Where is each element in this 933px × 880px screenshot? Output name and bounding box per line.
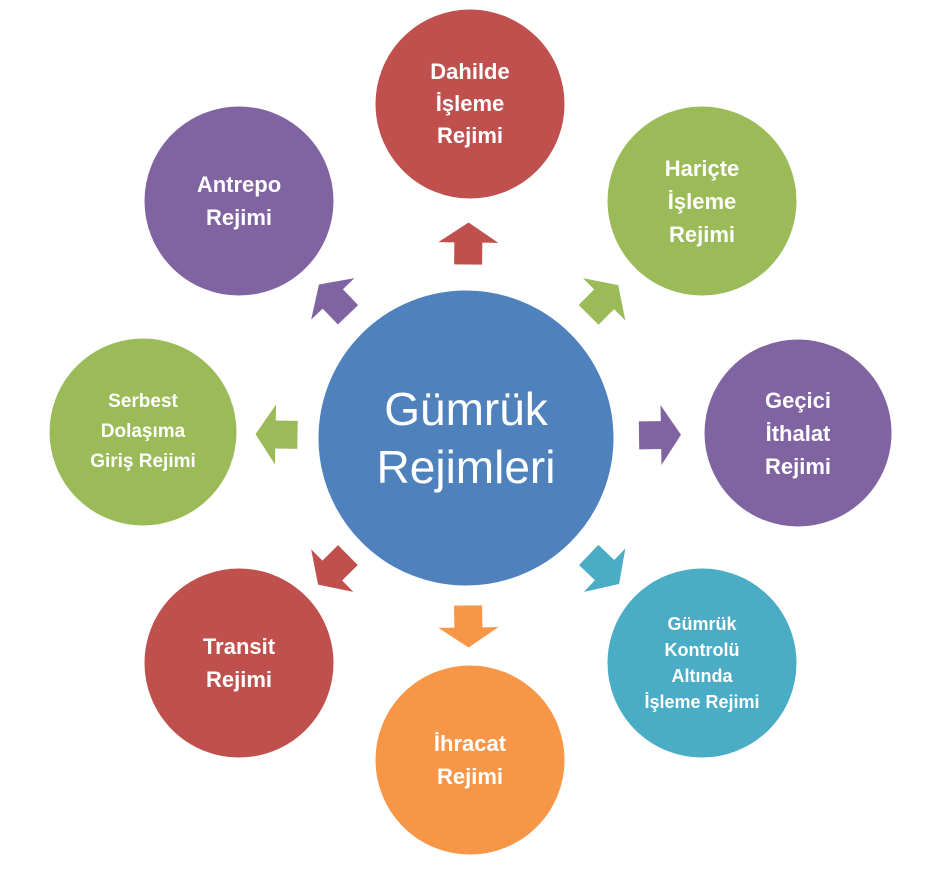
node-circle-gecici-ithalat (701, 336, 895, 530)
node-antrepo: Antrepo Rejimi (143, 105, 335, 297)
node-label-harice-isleme: Hariçte İşleme Rejimi (664, 155, 740, 247)
center-label: Gümrük Rejimleri (318, 293, 614, 583)
node-circle-antrepo (141, 103, 337, 299)
center-label-text: Gümrük Rejimleri (376, 383, 556, 493)
node-label-transit: Transit Rejimi (202, 634, 276, 692)
node-transit: Transit Rejimi (143, 567, 335, 759)
node-harice-isleme: Hariçte İşleme Rejimi (606, 105, 798, 297)
arrow-gecici-ithalat (638, 405, 681, 466)
arrow-ihracat (438, 605, 499, 648)
node-gecici-ithalat: Geçici İthalat Rejimi (703, 338, 893, 528)
node-label-serbest-dolasim: Serbest Dolaşıma Giriş Rejimi (90, 391, 196, 472)
node-label-gecici-ithalat: Geçici İthalat Rejimi (764, 387, 832, 479)
node-dahilde-isleme: Dahilde İşleme Rejimi (374, 8, 566, 200)
arrow-antrepo (311, 278, 359, 325)
arrow-dahilde-isleme (438, 222, 499, 265)
node-gumruk-kontrolu: Gümrük Kontrolü Altında İşleme Rejimi (606, 567, 798, 759)
node-circle-ihracat (372, 662, 568, 858)
node-circle-transit (141, 565, 337, 761)
node-circle-gumruk-kontrolu (604, 565, 800, 761)
node-circle-serbest-dolasim (46, 335, 240, 529)
node-serbest-dolasim: Serbest Dolaşıma Giriş Rejimi (48, 337, 238, 527)
node-ihracat: İhracat Rejimi (374, 664, 566, 856)
node-circle-harice-isleme (604, 103, 800, 299)
node-label-dahilde-isleme: Dahilde İşleme Rejimi (430, 59, 510, 148)
center-circle (315, 287, 617, 589)
node-label-ihracat: İhracat Rejimi (433, 731, 507, 789)
node-label-antrepo: Antrepo Rejimi (196, 172, 282, 230)
arrow-gumruk-kontrolu (579, 544, 626, 592)
node-label-gumruk-kontrolu: Gümrük Kontrolü Altında İşleme Rejimi (644, 614, 760, 712)
arrow-serbest-dolasim (255, 404, 298, 465)
node-circle-dahilde-isleme (372, 6, 568, 202)
arrow-harice-isleme (578, 278, 626, 325)
arrow-transit (311, 545, 358, 592)
